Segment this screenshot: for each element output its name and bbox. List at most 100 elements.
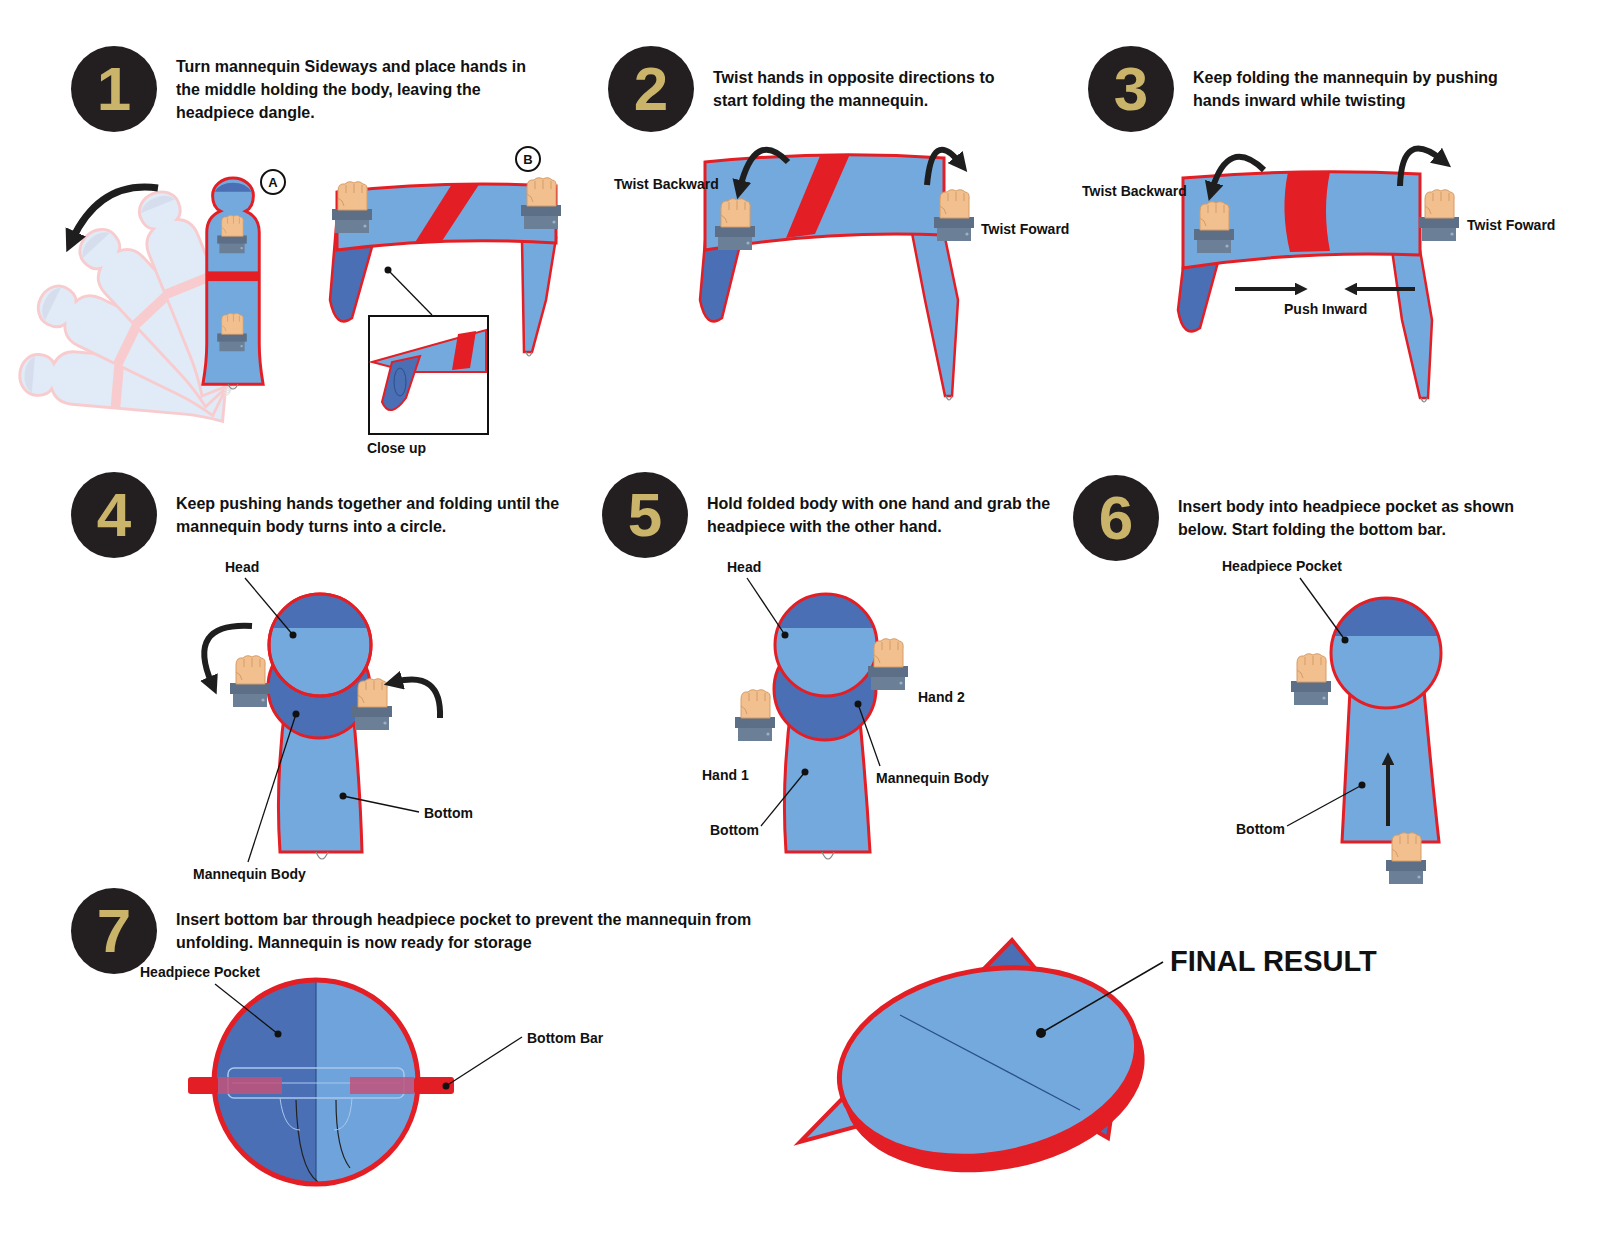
rotation-label: Twist Foward (1467, 217, 1555, 233)
drawing-part (775, 594, 877, 696)
part-label: Headpiece Pocket (140, 964, 260, 980)
direction-label: Push Inward (1284, 301, 1367, 317)
turn-arrow (72, 187, 158, 240)
drawing-part (934, 190, 974, 241)
drawing-part (1235, 287, 1300, 291)
step-text: Turn mannequin Sideways and place hands … (176, 55, 546, 124)
drawing-part (280, 1098, 352, 1130)
drawing-part (230, 656, 270, 707)
drawing-part (446, 1037, 522, 1086)
drawing-part (761, 772, 805, 826)
drawing-part (217, 215, 247, 253)
drawing-part (786, 154, 850, 238)
part-label: Bottom (424, 805, 473, 821)
part-label: Bottom (1236, 821, 1285, 837)
drawing-part (735, 690, 775, 741)
drawing-part (248, 714, 296, 862)
step-number: 7 (71, 888, 157, 974)
drawing-part (858, 704, 880, 766)
rotation-label: Twist Foward (981, 221, 1069, 237)
drawing-part (1400, 149, 1442, 186)
step-text: Twist hands in opposite directions to st… (713, 66, 1033, 112)
drawing-part (394, 368, 406, 396)
drawing-part (269, 594, 371, 696)
rotation-label: Twist Backward (1082, 183, 1187, 199)
step-instruction: 4Keep pushing hands together and folding… (71, 472, 576, 558)
drawing-part (526, 352, 532, 356)
drawing-part (414, 1077, 454, 1094)
drawing-part (1392, 250, 1432, 398)
drawing-part (350, 1077, 414, 1094)
drawing-part (1386, 833, 1426, 884)
drawing-part (824, 945, 1151, 1178)
hand-label: Hand 2 (918, 689, 965, 705)
drawing-part (343, 796, 419, 812)
drawing-part (395, 680, 440, 718)
drawing-part (272, 594, 368, 628)
step-instruction: 5Hold folded body with one hand and grab… (602, 472, 1057, 558)
drawing-part (372, 330, 486, 372)
drawing-part (275, 1031, 282, 1038)
drawing-part (1300, 578, 1345, 640)
badge-letter: A (268, 176, 277, 189)
drawing-part (1287, 785, 1362, 826)
step-instruction: 6 Insert body into headpiece pocket as sh… (1073, 475, 1563, 561)
drawing-part (290, 632, 297, 639)
circled-mannequin (204, 578, 440, 862)
drawing-part (452, 331, 476, 370)
drawing-part (188, 1077, 218, 1094)
step-instruction: 1 Turn mannequin Sideways and place hands… (71, 46, 546, 132)
drawing-part (1342, 690, 1439, 842)
drawing-part (1421, 398, 1427, 402)
drawing-part (855, 701, 862, 708)
drawing-part (1183, 172, 1420, 268)
pushing-mannequin (1178, 149, 1459, 402)
drawing-part (747, 578, 785, 635)
drawing-part (316, 980, 418, 1184)
drawing-part (340, 793, 347, 800)
drawing-part (1334, 598, 1439, 636)
drawing-part (1331, 598, 1441, 708)
drawing-part (802, 769, 809, 776)
step-number: 1 (71, 46, 157, 132)
drawing-part (1342, 637, 1349, 644)
step-text: Insert bottom bar through headpiece pock… (176, 908, 786, 954)
badge-letter: B (523, 153, 532, 166)
drawing-part (269, 594, 371, 696)
drawing-part (215, 984, 278, 1034)
drawing-part (1041, 962, 1163, 1033)
drawing-part (715, 199, 755, 250)
step-text: Keep pushing hands together and folding … (176, 492, 576, 538)
final-result-figure (800, 940, 1163, 1195)
step-number: 6 (1073, 475, 1159, 561)
drawing-part (1331, 598, 1441, 708)
drawing-part (385, 267, 392, 274)
step-number: 2 (608, 46, 694, 132)
drawing-part (1291, 654, 1331, 705)
drawing-part (293, 711, 300, 718)
step-text: Keep folding the mannequin by pushing ha… (1193, 66, 1543, 112)
drawing-part (315, 980, 316, 1184)
step-text: Insert body into headpiece pocket as sho… (1178, 495, 1563, 541)
close-up-view (369, 267, 488, 435)
drawing-part (382, 356, 420, 410)
drawing-part (868, 639, 908, 690)
drawing-part (204, 626, 252, 684)
part-label: Headpiece Pocket (1222, 558, 1342, 574)
drawing-part (1352, 287, 1415, 291)
drawing-part (822, 852, 834, 859)
drawing-part (316, 852, 328, 859)
drawing-part (1419, 190, 1459, 241)
step-instruction: 3 Keep folding the mannequin by pushing h… (1088, 46, 1543, 132)
drawing-part (414, 183, 480, 244)
step-number: 3 (1088, 46, 1174, 132)
drawing-part (245, 578, 293, 635)
drawing-part (388, 270, 432, 315)
drawing-part (296, 1100, 350, 1182)
drawing-part (1359, 782, 1366, 789)
drawing-part (214, 980, 316, 1184)
part-label: Head (727, 559, 761, 575)
drawing-part (946, 396, 952, 400)
drawing-part (218, 1077, 282, 1094)
